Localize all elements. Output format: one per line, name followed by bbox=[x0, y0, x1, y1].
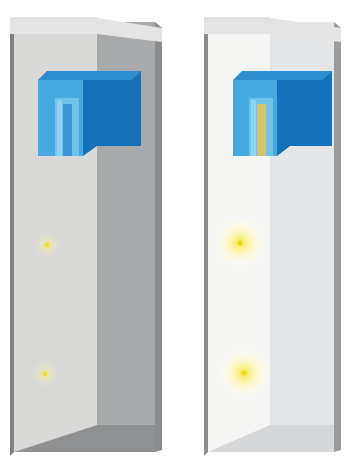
bright-column bbox=[204, 18, 341, 456]
bright-cube-slot-edge bbox=[251, 100, 256, 156]
dim-cube-top bbox=[38, 71, 141, 80]
dim-cube-side bbox=[83, 71, 141, 156]
dim-column-right-frame bbox=[155, 22, 162, 452]
bright-cube bbox=[233, 71, 332, 156]
dim-cube-slot-edge bbox=[57, 100, 62, 156]
bright-cube-side bbox=[277, 71, 332, 156]
dim-glow-lower-core bbox=[43, 372, 47, 376]
bright-column-left-frame bbox=[204, 18, 208, 456]
bright-glow-lower-core bbox=[242, 371, 247, 376]
bright-cube-slot-inner bbox=[257, 104, 266, 156]
bright-cube-top bbox=[233, 71, 332, 80]
dim-column bbox=[10, 18, 162, 456]
dim-column-left-frame bbox=[10, 18, 14, 456]
dim-glow-upper-core bbox=[45, 243, 49, 247]
bright-column-right-frame bbox=[334, 22, 341, 452]
dim-cube bbox=[38, 71, 141, 156]
bright-glow-upper-core bbox=[238, 241, 243, 246]
dim-cube-slot-inner bbox=[63, 104, 72, 156]
